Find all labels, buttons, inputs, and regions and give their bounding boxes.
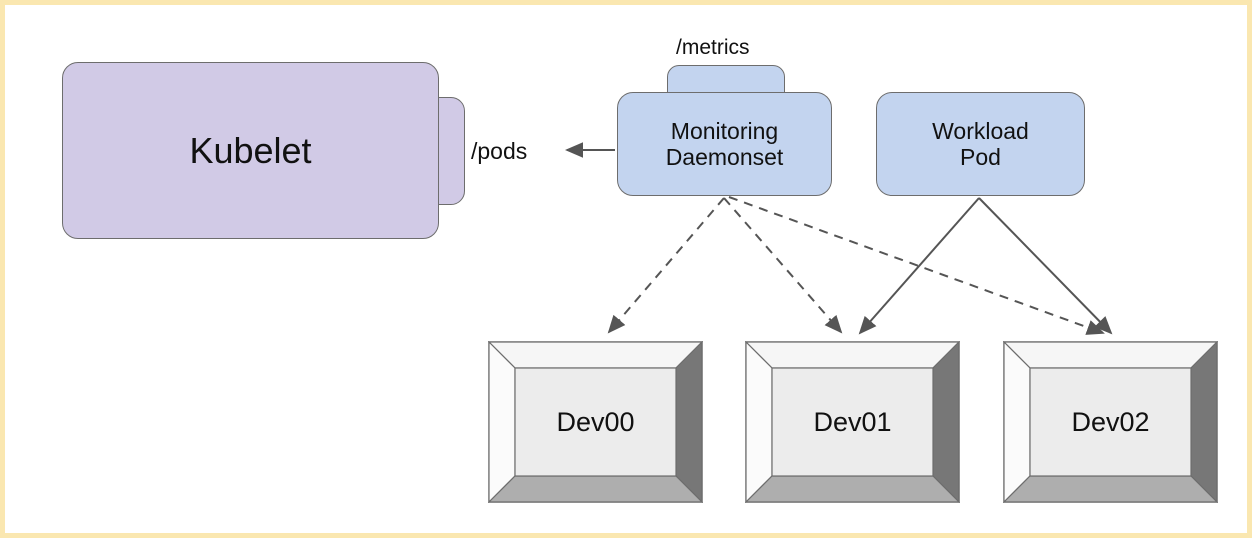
edge-workload-to-dev02 [978, 197, 1113, 335]
dev00-label: Dev00 [556, 406, 635, 437]
dev02-label: Dev02 [1071, 406, 1150, 437]
kubelet-label: Kubelet [189, 129, 312, 171]
node-dev01[interactable]: Dev01 [745, 341, 960, 503]
edge-workload-to-dev01 [858, 197, 980, 335]
edge-label-pods: /pods [471, 138, 528, 164]
edge-monitoring-to-dev01 [723, 197, 843, 334]
node-monitoring-daemonset[interactable]: Monitoring Daemonset [617, 92, 832, 196]
edge-monitoring-to-dev00 [607, 197, 725, 334]
dev01-3d-box [745, 341, 960, 503]
node-kubelet[interactable]: Kubelet [62, 62, 439, 239]
dev01-label: Dev01 [813, 406, 892, 437]
dev02-3d-box [1003, 341, 1218, 503]
dev00-3d-box [488, 341, 703, 503]
node-dev02[interactable]: Dev02 [1003, 341, 1218, 503]
monitoring-daemonset-label: Monitoring Daemonset [665, 117, 784, 170]
edge-label-metrics: /metrics [676, 36, 750, 59]
node-workload-pod[interactable]: Workload Pod [876, 92, 1085, 196]
edge-monitoring-to-dev02 [728, 196, 1105, 335]
node-dev00[interactable]: Dev00 [488, 341, 703, 503]
workload-pod-label: Workload Pod [932, 117, 1029, 170]
